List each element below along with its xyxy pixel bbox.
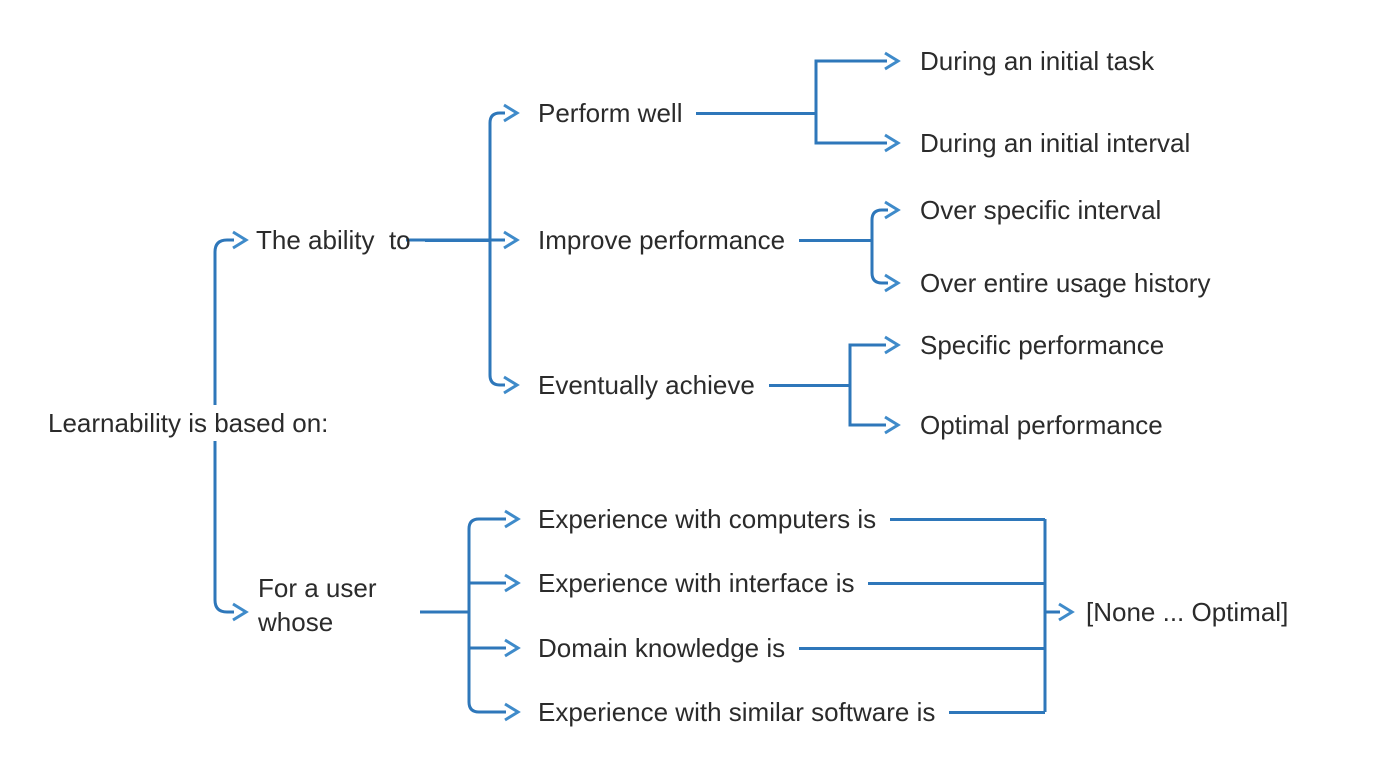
converge-bracket-line [1043,519,1060,712]
node-eventually-achieve: Eventually achieve [538,367,850,403]
connector-segment [868,581,1045,585]
arrow-icon-over-entire [884,273,901,293]
arrow-icon-during-interval [884,133,901,153]
arrow-icon-exp-interface [504,573,521,593]
node-optimal-performance: Optimal performance [920,410,1163,440]
node-experience-computers-label: Experience with computers is [538,503,877,534]
arrow-icon-eventually-achieve [503,375,520,395]
connector-segment [696,111,816,115]
connector-segment [768,383,850,387]
node-the-ability-to-label: The ability to [256,224,411,255]
node-experience-similar-software: Experience with similar software is [538,694,1045,730]
eventually-achieve-bracket-line [848,343,886,427]
arrow-icon-exp-similar [504,702,521,722]
node-perform-well-label: Perform well [538,97,683,128]
connector-segment [424,238,490,242]
node-the-ability-to: The ability to [256,222,490,258]
arrow-icon-perform-well [503,103,520,123]
node-for-a-user-whose: For a user whose [258,573,377,637]
perform-well-bracket-line [814,59,887,145]
arrow-icon-optimal-performance [884,415,901,435]
node-experience-interface: Experience with interface is [538,565,1045,601]
node-perform-well: Perform well [538,95,816,131]
node-improve-performance-label: Improve performance [538,224,786,255]
node-during-initial-task: During an initial task [920,46,1155,76]
user-trunk-line [467,517,506,714]
arrow-icon-improve-performance [503,230,520,250]
arrow-icon-none-optimal [1058,602,1075,622]
node-domain-knowledge-label: Domain knowledge is [538,632,786,663]
node-during-initial-interval: During an initial interval [920,128,1191,158]
node-over-entire-usage-history: Over entire usage history [920,268,1211,298]
arrowheads [232,51,1075,722]
arrow-icon-specific-performance [884,335,901,355]
arrow-icon-ability [232,230,249,250]
arrow-icon-exp-computers [504,509,521,529]
node-eventually-achieve-label: Eventually achieve [538,369,755,400]
node-none-optimal-range: [None ... Optimal] [1086,597,1289,627]
node-experience-computers: Experience with computers is [538,501,1045,537]
arrow-icon-over-specific [884,200,901,220]
arrow-icon-domain-knowledge [504,638,521,658]
node-specific-performance: Specific performance [920,330,1165,360]
arrow-icon-user [232,602,249,622]
connector-segment [949,710,1045,714]
connector-segment [799,646,1045,650]
node-domain-knowledge: Domain knowledge is [538,630,1045,666]
node-improve-performance: Improve performance [538,222,872,258]
node-experience-interface-label: Experience with interface is [538,567,855,598]
node-learnability-root: Learnability is based on: [44,405,337,441]
node-experience-similar-software-label: Experience with similar software is [538,696,936,727]
arrow-icon-during-task [884,51,901,71]
connector-segment [890,517,1045,521]
node-over-specific-interval: Over specific interval [920,195,1162,225]
connector-segment [799,238,872,242]
improve-performance-bracket-line [870,208,888,285]
